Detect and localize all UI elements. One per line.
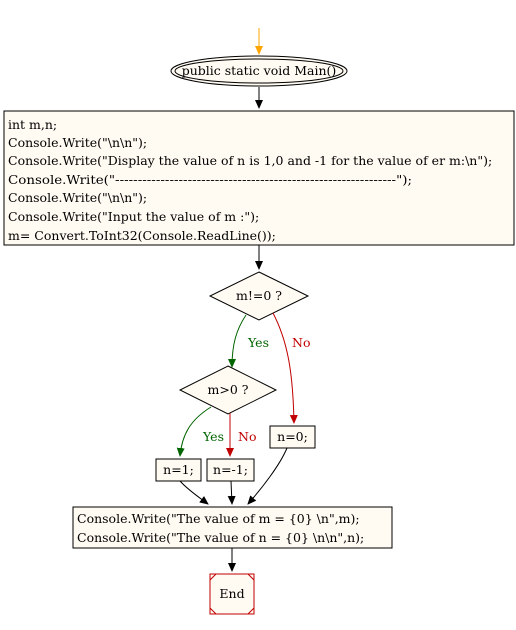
edge-label-no-2: No [238, 429, 256, 444]
assign-pos-node: n=1; [155, 458, 202, 482]
assign-zero-label: n=0; [277, 429, 308, 444]
edge-pos-to-output [179, 480, 209, 505]
edge-label-no-1: No [292, 335, 310, 350]
assign-neg-node: n=-1; [206, 458, 255, 482]
edge-label-yes-2: Yes [202, 429, 224, 444]
assign-neg-label: n=-1; [213, 462, 248, 477]
edge-yes-2 [176, 406, 212, 457]
edge-yes-1 [228, 314, 247, 368]
code-line: m= Convert.ToInt32(Console.ReadLine()); [8, 228, 276, 243]
code-line: Console.Write("Display the value of n is… [8, 153, 492, 168]
edge-no-1 [272, 312, 298, 424]
output-block: Console.Write("The value of m = {0} \n",… [72, 506, 393, 549]
end-node: End [209, 573, 255, 615]
decision-node-1: m!=0 ? [208, 271, 310, 321]
code-line: int m,n; [8, 117, 57, 132]
assign-pos-label: n=1; [163, 462, 194, 477]
decision-1-label: m!=0 ? [236, 288, 282, 303]
code-block: int m,n; Console.Write("\n\n"); Console.… [3, 110, 515, 246]
start-node: public static void Main() [170, 55, 348, 87]
code-line: Console.Write("Input the value of m :"); [8, 209, 259, 224]
decision-2-label: m>0 ? [208, 382, 249, 397]
code-line: Console.Write("\n\n"); [8, 190, 147, 205]
output-line: Console.Write("The value of m = {0} \n",… [77, 511, 360, 526]
start-node-label: public static void Main() [182, 63, 337, 78]
edge-label-yes-1: Yes [247, 335, 269, 350]
end-node-label: End [219, 586, 244, 601]
code-line: Console.Write("\n\n"); [8, 135, 147, 150]
edge-zero-to-output [247, 447, 288, 505]
code-line: Console.Write("-------------------------… [8, 172, 412, 187]
decision-node-2: m>0 ? [178, 365, 278, 415]
edge-neg-to-output [227, 480, 236, 505]
assign-zero-node: n=0; [269, 425, 316, 449]
output-line: Console.Write("The value of n = {0} \n\n… [77, 530, 364, 545]
